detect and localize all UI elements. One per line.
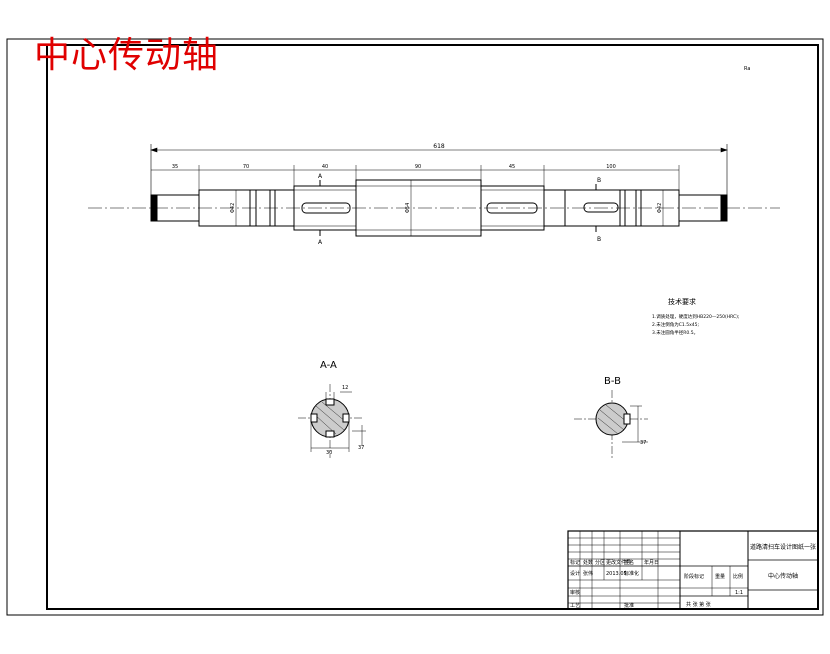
section-bb-dim-right: 37 bbox=[640, 440, 646, 446]
tb-standardization: 标准化 bbox=[624, 570, 639, 577]
tb-part-name: 中心传动轴 bbox=[768, 572, 798, 580]
tb-scale-label: 比例 bbox=[733, 573, 743, 580]
tb-design-label: 设计 bbox=[570, 570, 580, 577]
tb-project-name: 道路清扫车设计图纸一张 bbox=[750, 543, 816, 551]
tech-req-item-1: 1.调质处理，硬度达到HB220—250(HRC); bbox=[652, 313, 739, 320]
diameter-label-left: Φ42 bbox=[230, 203, 236, 213]
outer-border bbox=[6, 38, 824, 616]
tb-design-date: 2013.05 bbox=[606, 571, 627, 577]
tb-weight-label: 重量 bbox=[715, 573, 725, 580]
diameter-label-right: Φ42 bbox=[657, 203, 663, 213]
section-aa-dim-right: 37 bbox=[358, 445, 364, 451]
tb-stage-label: 阶段标记 bbox=[684, 573, 704, 580]
segment-dim-3: 40 bbox=[322, 164, 328, 170]
segment-dim-1: 35 bbox=[172, 164, 178, 170]
inner-frame bbox=[46, 44, 819, 610]
tb-row-label-6: 年月日 bbox=[644, 559, 659, 566]
section-title-aa: A-A bbox=[320, 360, 337, 371]
section-aa-dim-top: 12 bbox=[342, 385, 348, 391]
section-mark-a-bottom: A bbox=[318, 239, 323, 246]
section-mark-b-top: B bbox=[597, 177, 601, 184]
section-aa-dim-bottom: 30 bbox=[326, 450, 332, 456]
tb-row-label-3: 分区 bbox=[595, 559, 605, 566]
title-block bbox=[567, 530, 819, 610]
tb-craft-label: 工艺 bbox=[570, 603, 580, 609]
section-mark-a-top: A bbox=[318, 173, 323, 180]
overall-length-label: 618 bbox=[433, 143, 445, 150]
section-cut-marks bbox=[319, 180, 597, 236]
tech-req-item-3: 3.未注圆角半径R0.5。 bbox=[652, 329, 698, 336]
tb-sheet-info: 共 张 第 张 bbox=[686, 601, 711, 608]
diameter-dimensions bbox=[235, 180, 664, 236]
section-mark-b-bottom: B bbox=[597, 236, 601, 243]
segment-dim-6: 100 bbox=[606, 164, 616, 170]
tb-designer: 张伟 bbox=[583, 570, 593, 577]
segment-dim-4: 90 bbox=[415, 164, 421, 170]
tb-check-label: 审核 bbox=[570, 589, 580, 596]
tb-row-label-4: 更改文件号 bbox=[606, 559, 631, 566]
section-aa-view bbox=[298, 384, 366, 458]
section-title-bb: B-B bbox=[604, 376, 621, 387]
section-bb-view bbox=[574, 390, 648, 460]
segment-dim-5: 45 bbox=[509, 164, 515, 170]
tb-scale-value: 1:1 bbox=[735, 590, 743, 596]
segment-dim-2: 70 bbox=[243, 164, 249, 170]
overall-dimension bbox=[150, 144, 728, 195]
tb-row-label-2: 处数 bbox=[583, 559, 593, 566]
diameter-label-center: Φ54 bbox=[405, 203, 411, 213]
roughness-note: Ra bbox=[744, 66, 750, 72]
tb-row-label-1: 标记 bbox=[570, 559, 580, 566]
shaft-body bbox=[150, 179, 728, 237]
drawing-title: 中心传动轴 bbox=[34, 35, 220, 76]
tb-approve-label: 批准 bbox=[624, 602, 634, 609]
tech-req-item-2: 2.未注倒角为C1.5x45; bbox=[652, 321, 699, 328]
tb-row-label-5: 签名 bbox=[624, 559, 634, 566]
tech-req-heading: 技术要求 bbox=[668, 297, 696, 306]
segment-dimensions bbox=[151, 165, 680, 190]
